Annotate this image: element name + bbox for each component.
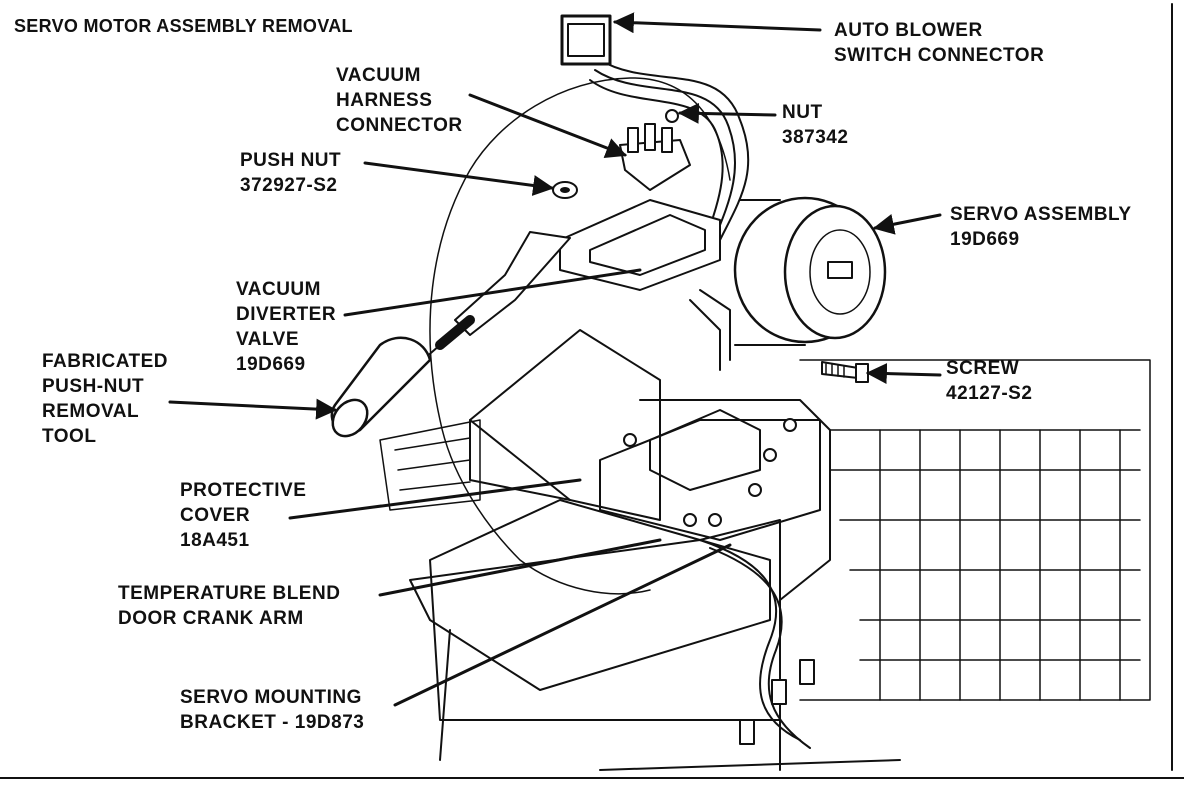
left-grille <box>379 419 481 511</box>
servo-drum <box>733 196 887 346</box>
removal-tool <box>330 231 571 438</box>
push-nut <box>552 181 578 199</box>
grille <box>799 359 1151 701</box>
lower-clips <box>599 659 901 771</box>
vacuum-connector <box>619 109 691 191</box>
diagram-title: SERVO MOTOR ASSEMBLY REMOVAL <box>14 16 353 36</box>
bracket-plate <box>559 199 731 371</box>
duct-box <box>409 329 831 771</box>
fasteners <box>623 418 797 527</box>
blower-connector <box>560 14 612 66</box>
leader-lines <box>168 12 942 707</box>
screw <box>821 361 869 383</box>
